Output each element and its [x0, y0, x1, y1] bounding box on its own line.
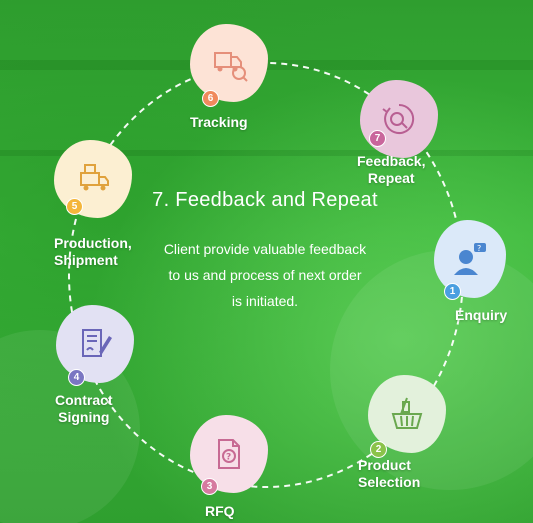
step-number-badge: 1 [444, 283, 461, 300]
step-label: Product Selection [358, 457, 421, 490]
step-label: Enquiry [455, 307, 508, 323]
step-number-badge: 3 [201, 478, 218, 495]
step-label: RFQ [205, 503, 235, 519]
shopping-basket-icon [391, 397, 423, 429]
step-number-badge: 7 [369, 130, 386, 147]
center-description: Client provide valuable feedback to us a… [163, 241, 367, 309]
svg-text:?: ? [226, 453, 231, 463]
step-label: Feedback, Repeat [357, 153, 426, 186]
customer-support-icon: ? [454, 243, 486, 275]
contract-pen-icon [82, 329, 112, 357]
step-number-badge: 2 [370, 441, 387, 458]
step-blob [360, 80, 438, 158]
step-number-badge: 6 [202, 90, 219, 107]
step-label: Tracking [190, 114, 248, 130]
background-roll [330, 250, 533, 490]
step-blob [368, 375, 446, 453]
step-label: Production, Shipment [54, 235, 132, 268]
center-title: 7. Feedback and Repeat [152, 189, 378, 211]
tracking-truck-icon [214, 52, 248, 82]
step-label: Contract Signing [55, 392, 113, 425]
svg-text:?: ? [477, 244, 481, 253]
background-beam [0, 150, 533, 156]
step-blob [56, 305, 134, 383]
step-blob: ? [434, 220, 506, 298]
quote-document-icon: ? [218, 439, 240, 469]
delivery-truck-icon [80, 164, 109, 191]
step-blob [190, 24, 268, 102]
step-number-badge: 5 [66, 198, 83, 215]
step-number-badge: 4 [68, 369, 85, 386]
feedback-cycle-icon [382, 103, 415, 134]
